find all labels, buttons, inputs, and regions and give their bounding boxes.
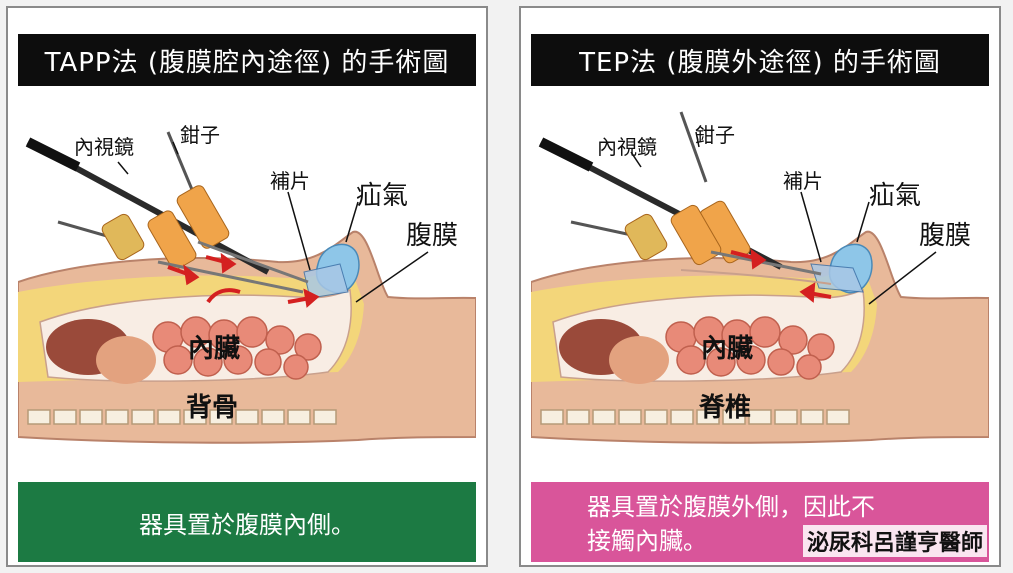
intestines (665, 316, 835, 380)
label-endoscope: 內視鏡 (597, 135, 657, 159)
label-hernia: 疝氣 (356, 181, 408, 211)
forceps (57, 131, 309, 294)
label-organs: 內臟 (701, 334, 753, 364)
tapp-illustration: 內視鏡 鉗子 補片 疝氣 腹膜 內臟 背骨 (18, 123, 476, 444)
label-mesh: 補片 (783, 169, 823, 193)
mesh (303, 263, 349, 299)
caption-line-2: 接觸內臟。 (587, 527, 707, 555)
caption-box: 器具置於腹膜內側。 (18, 482, 476, 562)
stomach (609, 336, 669, 384)
spine (27, 409, 337, 425)
tapp-panel: TAPP法 (腹膜腔內途徑) 的手術圖 (6, 6, 488, 567)
label-forceps: 鉗子 (695, 123, 735, 147)
preperitoneal-space (680, 269, 832, 285)
label-forceps: 鉗子 (180, 123, 220, 147)
tep-illustration: 內視鏡 鉗子 補片 疝氣 腹膜 內臟 脊椎 (531, 111, 989, 444)
stomach (96, 336, 156, 384)
label-endoscope: 內視鏡 (74, 135, 134, 159)
motion-arrows (730, 248, 832, 303)
intestines (152, 316, 322, 380)
author-credit: 泌尿科呂謹亨醫師 (802, 525, 987, 557)
panel-title: TAPP法 (腹膜腔內途徑) 的手術圖 (18, 34, 476, 86)
forceps (570, 111, 822, 276)
label-peritoneum: 腹膜 (919, 221, 971, 251)
label-mesh: 補片 (270, 169, 310, 193)
label-hernia: 疝氣 (869, 181, 921, 211)
endoscope (25, 137, 270, 275)
label-spine: 脊椎 (698, 393, 751, 423)
mesh (810, 263, 864, 293)
label-spine: 背骨 (186, 393, 238, 423)
spine (540, 409, 850, 425)
label-peritoneum: 腹膜 (406, 221, 458, 251)
motion-arrows (167, 252, 320, 308)
caption-text: 器具置於腹膜內側。 (139, 510, 355, 539)
label-organs: 內臟 (188, 334, 240, 364)
tep-panel: TEP法 (腹膜外途徑) 的手術圖 (519, 6, 1001, 567)
panel-title: TEP法 (腹膜外途徑) 的手術圖 (531, 34, 989, 86)
caption-line-1: 器具置於腹膜外側，因此不 (587, 493, 875, 521)
